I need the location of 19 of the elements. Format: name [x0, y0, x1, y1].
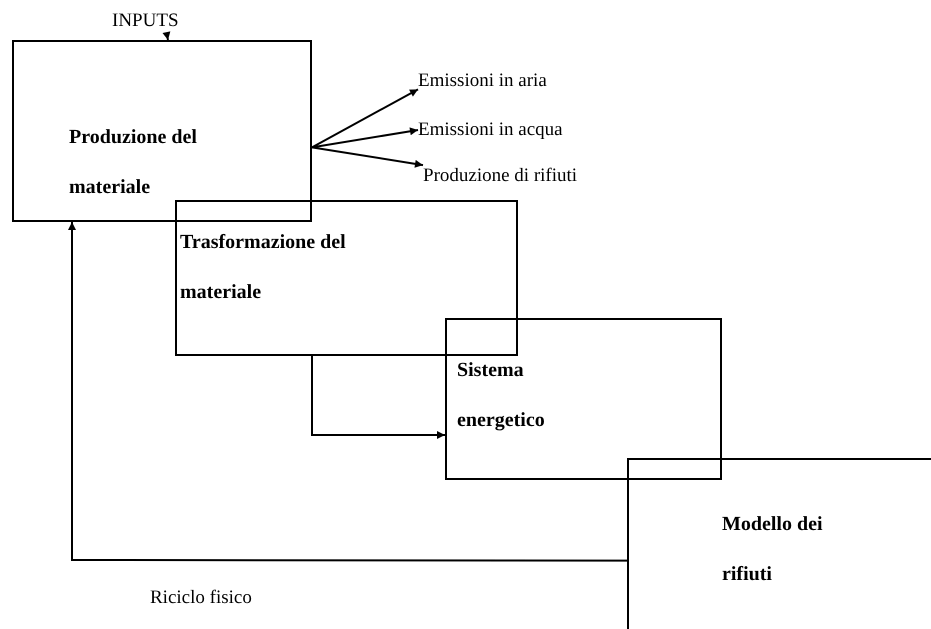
output-label: Emissioni in aria: [418, 69, 547, 93]
arrow: [312, 146, 424, 168]
output-label: Produzione di rifiuti: [423, 164, 578, 188]
process-box: [12, 40, 312, 222]
arrow: [68, 222, 627, 562]
process-box: [175, 200, 518, 356]
process-box: [445, 318, 722, 480]
box-title: Modello dei rifiuti: [722, 512, 824, 587]
box-title: Trasformazione del materiale: [180, 230, 347, 305]
edge-label: Riciclo fisico: [150, 586, 252, 610]
box-title: Produzione del materiale: [69, 125, 198, 200]
box-title: Sistema energetico: [457, 358, 546, 433]
output-label: Emissioni in acqua: [418, 118, 563, 142]
arrow: [312, 127, 418, 148]
arrow: [162, 31, 170, 40]
arrow: [312, 88, 418, 148]
arrow: [311, 356, 445, 439]
process-box: [627, 458, 931, 629]
output-label: INPUTS: [112, 9, 179, 33]
